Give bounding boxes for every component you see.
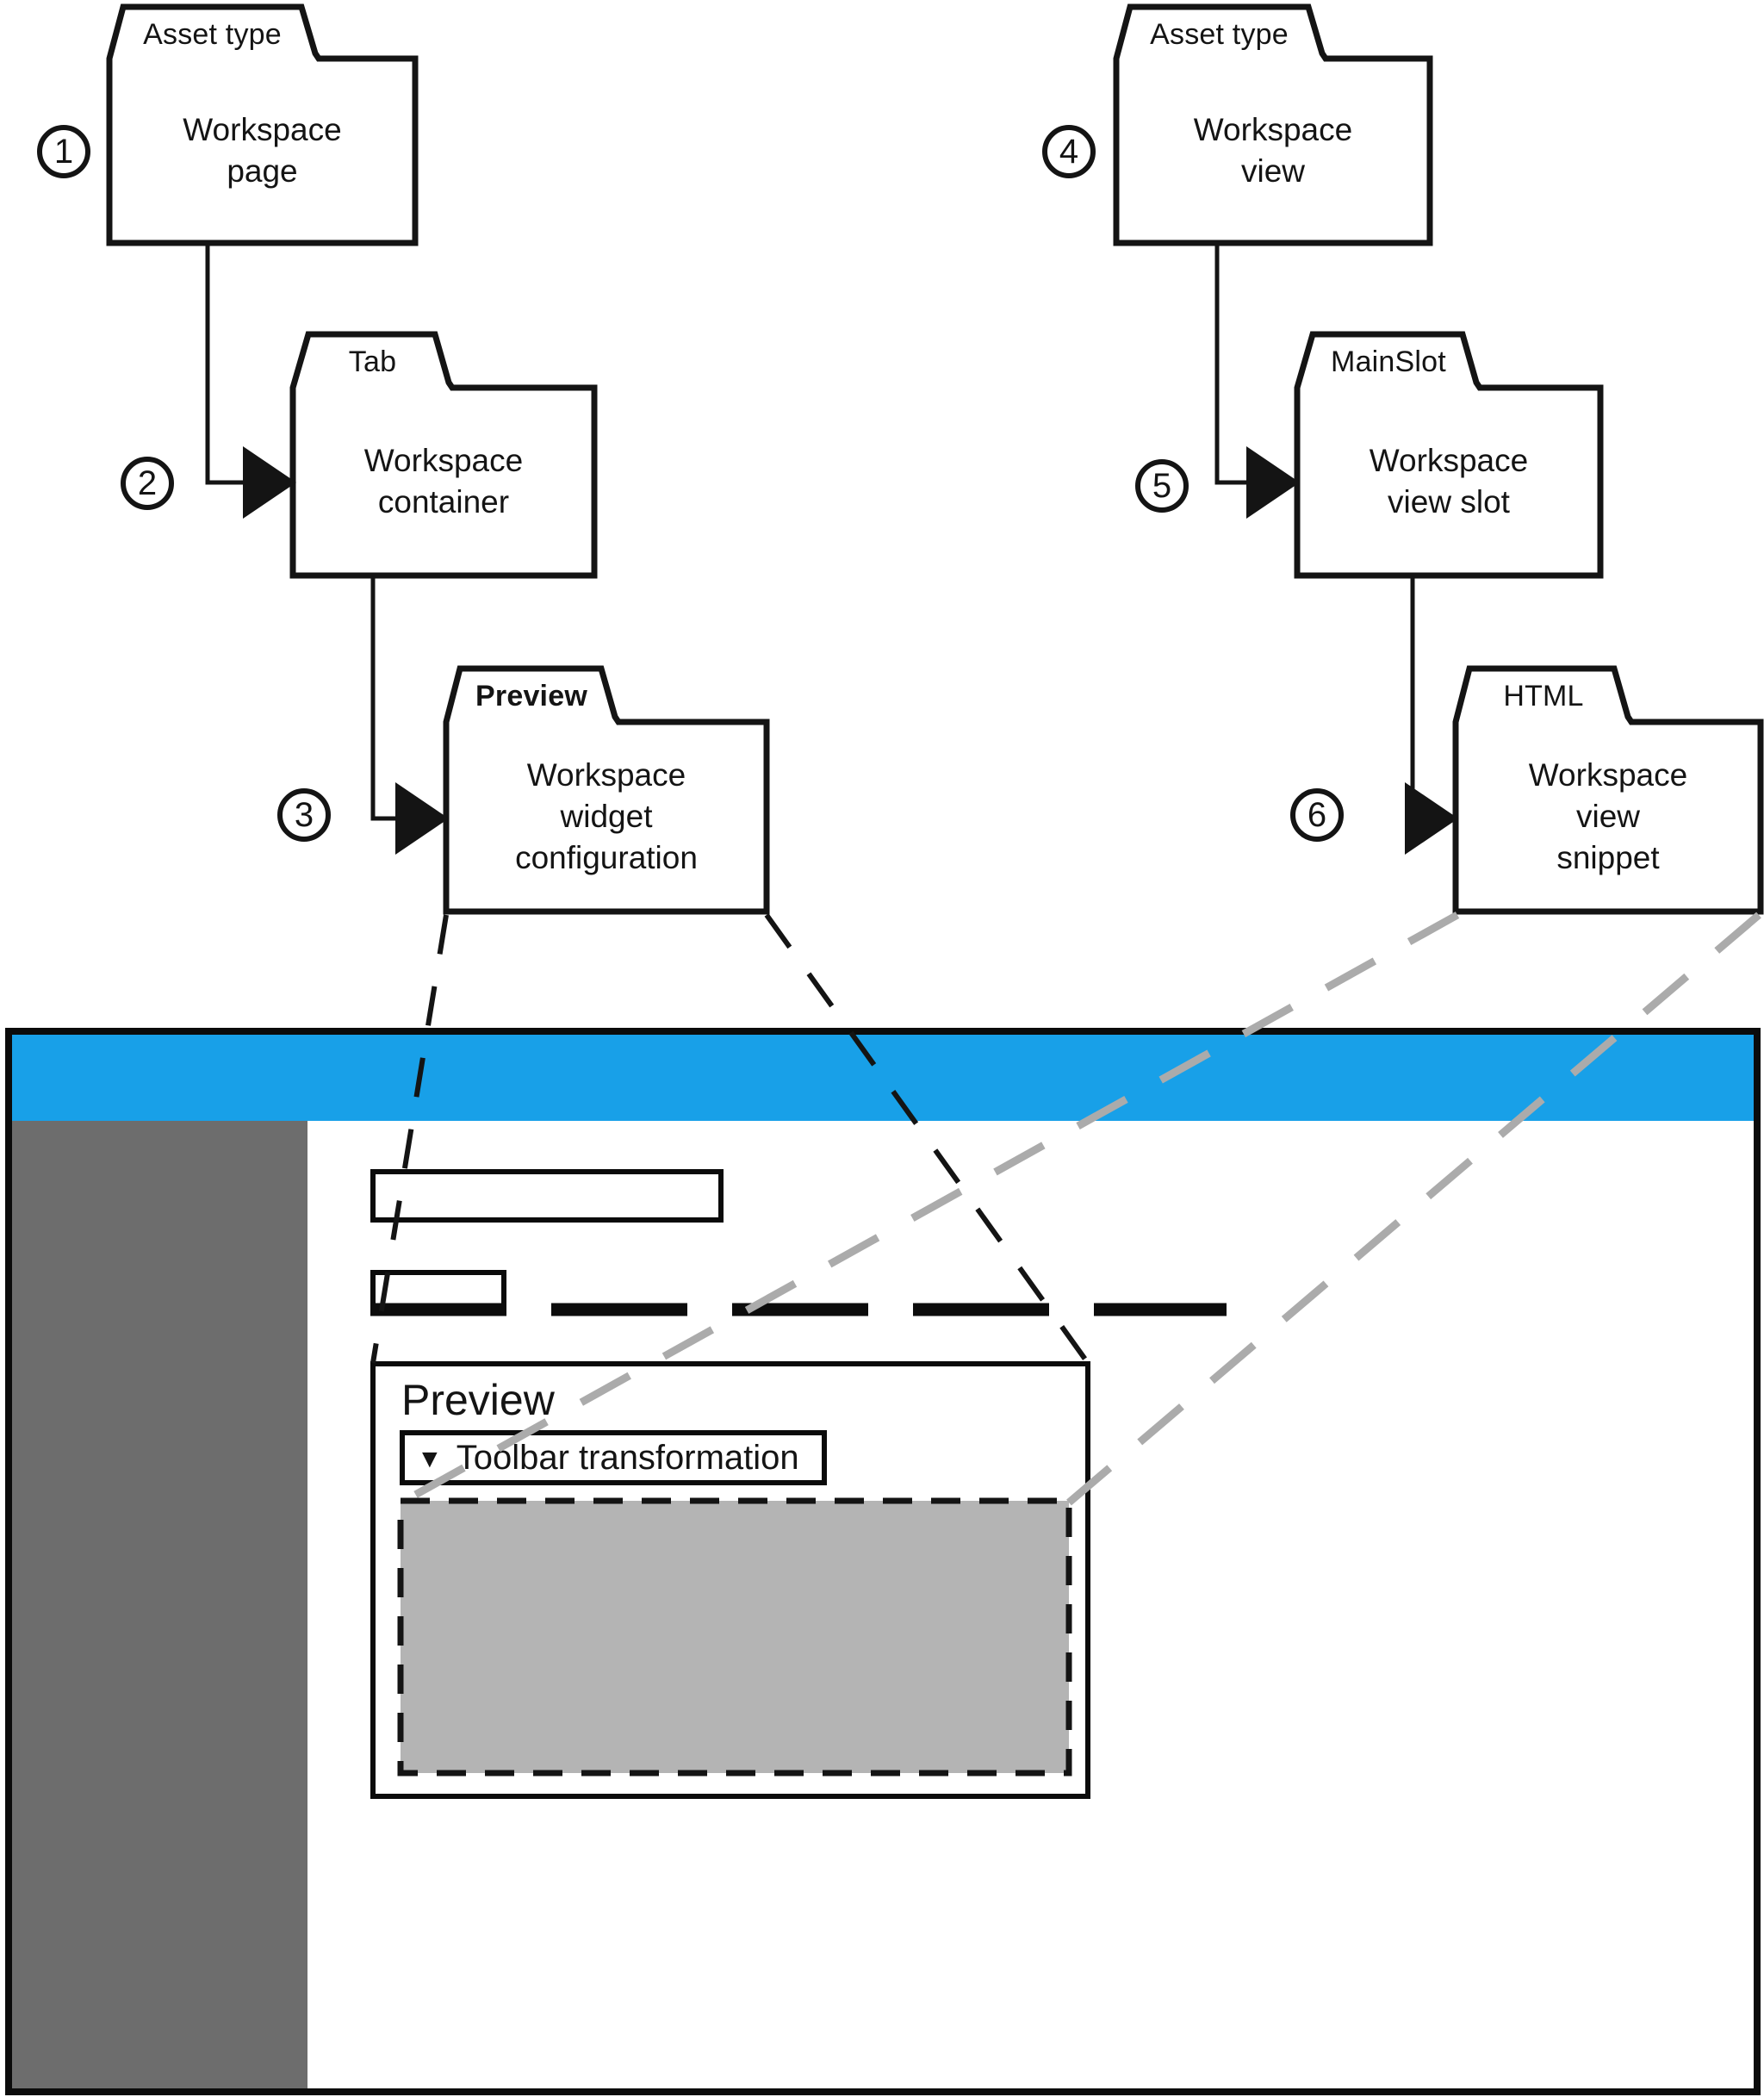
package-3-name: Workspace widget configuration (515, 756, 698, 876)
package-1-tab-label: Asset type (143, 17, 282, 51)
package-2-tab-label: Tab (348, 345, 397, 378)
package-6-name: Workspace view snippet (1528, 756, 1688, 876)
step-4-badge: 4 (1042, 125, 1096, 178)
app-header-bar (12, 1035, 1754, 1121)
arrowhead-into-container (243, 446, 296, 519)
package-4-name: Workspace view (1193, 111, 1353, 189)
toolbar-transformation-dropdown[interactable]: ▼ Toolbar transformation (400, 1430, 827, 1485)
step-1-badge: 1 (37, 125, 90, 178)
preview-panel (370, 1361, 1090, 1799)
field-placeholder-large[interactable] (370, 1169, 724, 1223)
arrowhead-into-view-slot (1246, 446, 1300, 519)
toolbar-transformation-label: Toolbar transformation (456, 1438, 799, 1477)
package-1-name: Workspace page (183, 111, 342, 189)
connector-1-2 (205, 243, 255, 485)
connector-5-6 (1410, 576, 1417, 821)
step-3-badge: 3 (277, 788, 331, 842)
step-6-badge: 6 (1290, 788, 1344, 842)
package-5-tab-label: MainSlot (1331, 345, 1446, 378)
app-sidebar (12, 1121, 307, 2088)
step-5-badge: 5 (1135, 459, 1189, 513)
package-2-name: Workspace container (363, 442, 524, 520)
package-4-tab-label: Asset type (1150, 17, 1289, 51)
preview-panel-title: Preview (401, 1376, 555, 1424)
connector-2-3 (370, 576, 407, 821)
package-6-tab-label: HTML (1503, 679, 1584, 712)
package-5-name: Workspace view slot (1369, 442, 1529, 520)
field-placeholder-small[interactable] (370, 1270, 506, 1311)
step-2-badge: 2 (121, 457, 174, 510)
connector-4-5 (1214, 243, 1258, 485)
arrowhead-into-view-snippet (1405, 782, 1458, 855)
dropdown-caret-icon: ▼ (417, 1445, 443, 1473)
arrowhead-into-widget-config (395, 782, 449, 855)
package-3-tab-label: Preview (475, 679, 587, 712)
